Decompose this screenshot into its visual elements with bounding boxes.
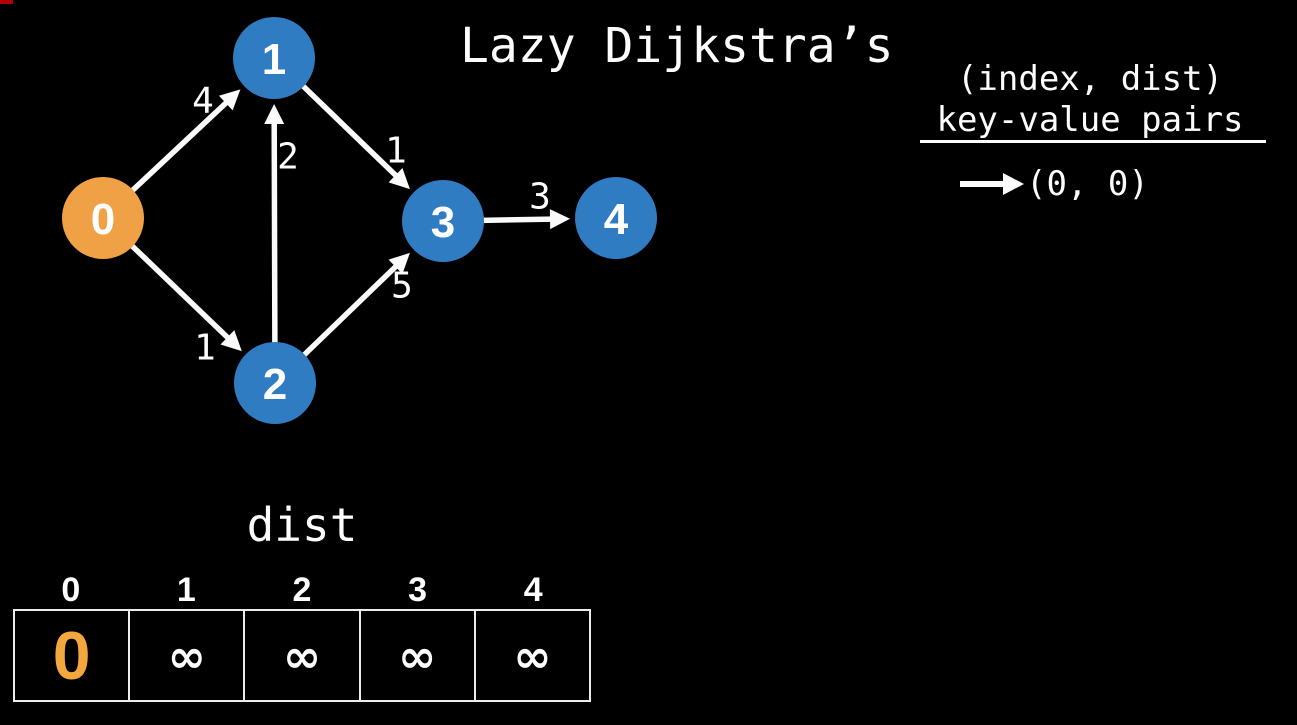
dist-index-label: 0 [61, 571, 81, 609]
graph-arrowhead-2-1 [264, 103, 285, 125]
dist-value-highlighted: 0 [52, 617, 91, 694]
dist-index-label: 1 [176, 571, 196, 609]
pq-entry-value: (0, 0) [1026, 164, 1149, 204]
graph-node-label: 0 [91, 195, 115, 244]
dist-index-label: 2 [292, 571, 312, 609]
dist-value: ∞ [282, 628, 322, 683]
graph-node-label: 4 [604, 195, 629, 244]
pq-heading-key-value: key-value pairs [936, 100, 1244, 140]
graph-node-label: 3 [431, 198, 455, 247]
dist-cell-0: 0 [13, 609, 131, 702]
edge-weight-label: 2 [277, 137, 299, 178]
pq-entry-row: (0, 0) [958, 164, 1149, 204]
edge-weight-label: 3 [529, 177, 551, 218]
corner-red-mark [0, 0, 13, 4]
graph-node-label: 1 [262, 35, 286, 84]
graph-node-label: 2 [263, 360, 287, 409]
pq-pointer-arrow-icon [960, 173, 1024, 195]
dist-cell-1: ∞ [128, 609, 246, 702]
pq-underline-rule [920, 140, 1266, 143]
edge-weight-label: 4 [192, 81, 214, 122]
dist-cell-4: ∞ [473, 609, 592, 702]
graph-edge-1-3 [300, 83, 399, 179]
graph-arrowhead-3-4 [549, 209, 571, 230]
edge-weight-label: 1 [385, 131, 407, 172]
dist-array: 0 ∞ ∞ ∞ ∞ [13, 609, 592, 702]
dist-array-title: dist [246, 498, 358, 552]
graph-node-2 [234, 342, 316, 424]
graph-edge-2-1 [271, 121, 278, 345]
graph-arrowhead-0-2 [220, 330, 242, 352]
graph-edge-0-2 [129, 243, 231, 341]
edge-weight-label: 1 [194, 328, 216, 369]
dist-value: ∞ [513, 628, 552, 683]
graph-arrowhead-2-3 [388, 252, 410, 275]
graph-arrowhead-1-3 [388, 167, 410, 190]
graph-node-0 [62, 177, 144, 259]
dist-index-label: 4 [523, 571, 543, 609]
dist-index-label: 3 [408, 571, 428, 609]
graph-edge-3-4 [481, 216, 553, 224]
graph-arrowhead-0-1 [218, 89, 241, 111]
graph-edge-0-1 [129, 99, 230, 194]
graph-node-1 [233, 17, 315, 99]
dist-index-row: 0 1 2 3 4 [13, 573, 591, 607]
dist-cell-2: ∞ [243, 609, 361, 702]
graph-node-4 [575, 177, 657, 259]
graph-node-3 [402, 180, 484, 262]
slide-title: Lazy Dijkstra’s [460, 18, 894, 74]
pq-heading-index-dist: (index, dist) [956, 59, 1224, 99]
dist-cell-3: ∞ [358, 609, 476, 702]
edge-weight-label: 5 [391, 266, 413, 307]
graph-edge-2-3 [301, 263, 399, 358]
dist-value: ∞ [398, 628, 437, 683]
dist-value: ∞ [167, 628, 206, 683]
